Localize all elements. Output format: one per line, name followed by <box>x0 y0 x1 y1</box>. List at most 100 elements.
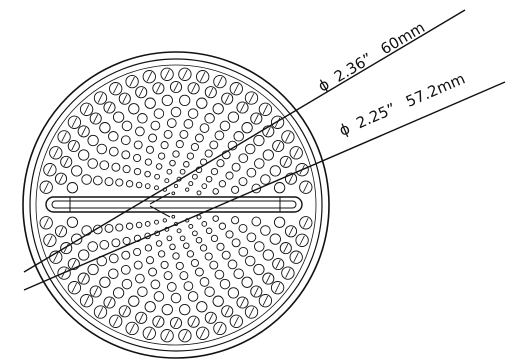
hole-slot-mark <box>122 306 128 316</box>
perforation-hole <box>258 294 273 308</box>
perforation-hole <box>214 130 225 141</box>
perforation-hole <box>89 112 102 125</box>
perforation-hole <box>204 252 213 261</box>
perforation-hole <box>144 301 156 313</box>
perforation-hole <box>199 244 208 252</box>
hole-slot-mark <box>113 83 119 94</box>
hole-slot-mark <box>107 103 112 112</box>
perforation-hole <box>67 139 80 153</box>
hole-slot-mark <box>53 252 59 262</box>
perforation-hole <box>196 97 208 109</box>
hole-slot-mark <box>83 295 90 306</box>
perforation-hole <box>194 133 204 143</box>
perforation-hole <box>284 172 298 185</box>
perforation-hole <box>108 146 119 157</box>
perforation-hole <box>99 122 111 134</box>
hole-slot-mark <box>253 114 259 123</box>
hole-slot-mark <box>265 127 271 136</box>
perforation-hole <box>244 91 259 105</box>
perforation-hole <box>221 305 234 318</box>
perforation-hole <box>81 225 92 236</box>
hole-slot-mark <box>191 317 197 327</box>
perforation-hole <box>99 160 110 171</box>
perforation-hole <box>103 101 116 114</box>
perforation-hole <box>199 277 210 287</box>
perforation-hole <box>179 129 189 139</box>
hole-slot-mark <box>285 132 291 142</box>
hole-slot-mark <box>224 306 230 316</box>
perforation-hole <box>166 235 173 242</box>
perforation-hole <box>179 94 191 107</box>
perforation-hole <box>121 250 131 260</box>
hole-slot-mark <box>53 148 59 158</box>
perforation-hole <box>54 225 68 238</box>
perforation-hole <box>251 183 262 194</box>
perforation-hole <box>187 315 200 328</box>
perforation-hole <box>213 74 227 89</box>
perforation-hole <box>125 180 134 188</box>
perforation-hole <box>238 153 249 164</box>
perforation-hole <box>270 115 285 129</box>
perforation-hole <box>171 214 176 219</box>
perforation-hole <box>67 115 82 129</box>
perforation-hole <box>250 285 263 298</box>
perforation-hole <box>39 216 53 230</box>
perforation-hole <box>96 143 108 155</box>
perforation-hole <box>178 329 192 343</box>
perforation-hole <box>161 303 173 316</box>
perforation-hole <box>196 70 210 84</box>
perforation-hole <box>187 108 199 119</box>
perforation-hole <box>204 311 217 324</box>
perforation-hole <box>216 159 225 168</box>
hole-slot-mark <box>97 93 104 103</box>
perforation-hole <box>299 216 313 230</box>
perforation-hole <box>137 113 148 124</box>
perforation-hole <box>145 145 155 154</box>
perforation-hole <box>108 131 119 142</box>
hole-slot-mark <box>283 243 289 253</box>
perforation-hole <box>87 158 98 169</box>
perforation-hole <box>218 180 227 188</box>
perforation-hole <box>281 266 295 280</box>
perforation-hole <box>135 126 145 137</box>
perforation-hole <box>221 250 231 260</box>
perforation-hole <box>284 225 298 238</box>
perforation-hole <box>262 149 274 161</box>
perforation-hole <box>103 296 116 309</box>
perforation-hole <box>171 191 176 196</box>
perforation-hole <box>229 82 243 96</box>
perforation-hole <box>71 233 83 245</box>
perforation-hole <box>39 180 53 194</box>
perforation-hole <box>219 278 231 290</box>
perforation-hole <box>192 173 198 180</box>
hole-slot-mark <box>217 76 223 87</box>
perforation-hole <box>109 82 123 96</box>
perforation-hole <box>154 185 159 191</box>
perforation-hole <box>209 140 219 150</box>
perforation-hole <box>179 235 186 242</box>
perforation-hole <box>112 111 125 123</box>
perforation-hole <box>144 170 151 178</box>
perforation-hole <box>227 259 238 270</box>
perforation-hole <box>128 295 140 307</box>
perforation-hole <box>246 167 257 178</box>
perforation-hole <box>262 272 275 285</box>
perforation-hole <box>194 267 204 277</box>
perforation-hole <box>104 223 114 233</box>
perforation-hole <box>281 130 295 144</box>
hole-slot-mark <box>107 298 112 307</box>
perforation-hole <box>251 216 262 227</box>
perforation-hole <box>253 263 265 276</box>
hole-slot-mark <box>47 164 53 175</box>
perforation-hole <box>196 326 210 340</box>
perforation-hole <box>125 321 139 336</box>
perforation-hole <box>133 153 142 163</box>
perforation-hole <box>77 125 90 138</box>
diameter-symbol: ϕ <box>336 119 352 139</box>
perforation-hole <box>205 227 213 235</box>
perforation-hole <box>135 181 143 189</box>
hole-slot-mark <box>274 282 281 293</box>
perforation-hole <box>175 140 184 149</box>
perforation-hole <box>163 129 173 139</box>
perforation-hole <box>190 142 199 152</box>
